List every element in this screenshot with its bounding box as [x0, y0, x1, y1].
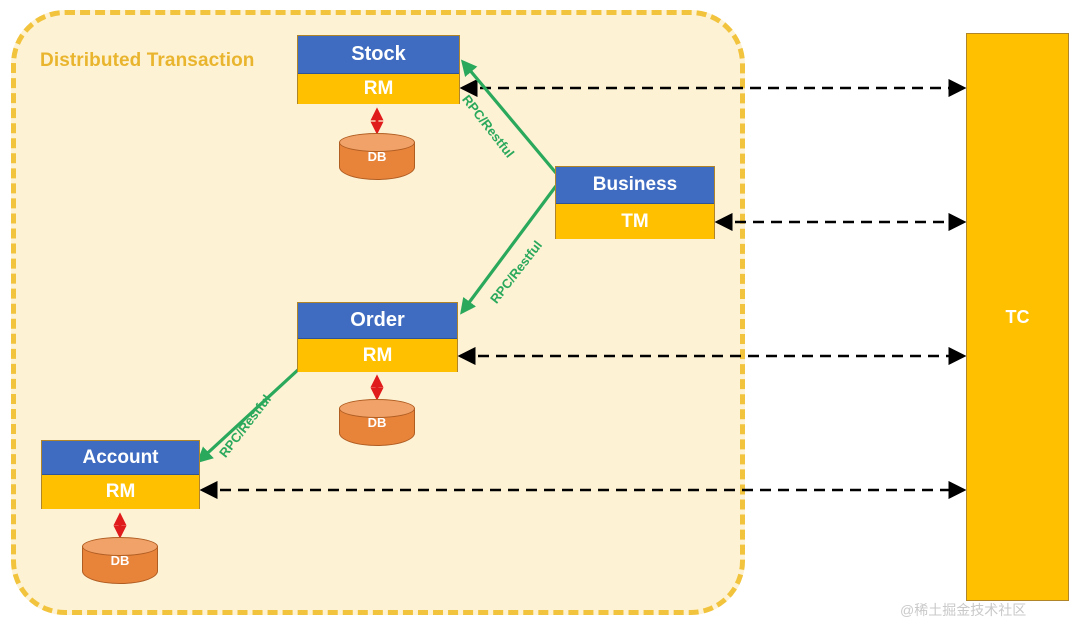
node-business[interactable]: Business TM [555, 166, 715, 239]
node-business-title: Business [556, 167, 714, 204]
node-account-role: RM [42, 475, 199, 509]
node-business-role: TM [556, 204, 714, 239]
database-icon-stock: DB [339, 133, 415, 185]
page-title: Distributed Transaction [40, 50, 255, 71]
cylinder-top [339, 399, 415, 418]
database-icon-account: DB [82, 537, 158, 589]
node-stock-title: Stock [298, 36, 459, 74]
node-tc-label: TC [1005, 306, 1030, 327]
node-tc[interactable]: TC [966, 33, 1069, 601]
database-label-stock: DB [367, 149, 387, 164]
database-label-order: DB [367, 415, 387, 430]
node-account[interactable]: Account RM [41, 440, 200, 509]
node-order-role: RM [298, 339, 457, 372]
cylinder-top [82, 537, 158, 556]
watermark: @稀土掘金技术社区 [900, 602, 1027, 618]
node-stock-role: RM [298, 74, 459, 104]
node-account-title: Account [42, 441, 199, 475]
node-stock[interactable]: Stock RM [297, 35, 460, 104]
cylinder-top [339, 133, 415, 152]
node-order-title: Order [298, 303, 457, 339]
database-label-account: DB [110, 553, 130, 568]
node-order[interactable]: Order RM [297, 302, 458, 372]
database-icon-order: DB [339, 399, 415, 451]
